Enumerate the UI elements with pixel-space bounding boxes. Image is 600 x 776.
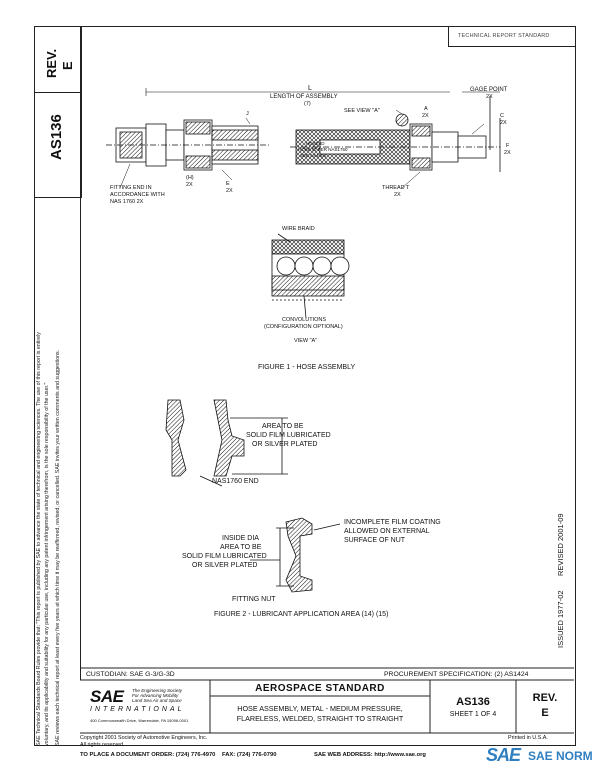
inside-dia-3: SOLID FILM LUBRICATED	[182, 553, 267, 560]
sae-rules-line-1: SAE Technical Standards Board Rules prov…	[36, 332, 42, 746]
sae-rules-line-3: SAE reviews each technical report at lea…	[55, 349, 61, 746]
view-a-label: VIEW "A"	[294, 338, 318, 344]
convolutions-label: CONVOLUTIONS	[282, 317, 327, 323]
copyright-line-2: All rights reserved.	[80, 742, 125, 748]
incomplete-coating-3: SURFACE OF NUT	[344, 537, 406, 544]
wire-braid-label: WIRE BRAID	[282, 226, 315, 232]
figure1-caption: FIGURE 1 - HOSE ASSEMBLY	[258, 364, 356, 371]
incomplete-coating-2: ALLOWED ON EXTERNAL	[344, 528, 430, 535]
rev-label-vertical: REV.	[44, 48, 59, 78]
sae-norm-text: SAE NORM	[528, 749, 593, 763]
area-label-3: OR SILVER PLATED	[252, 441, 318, 448]
rev-value-vertical: E	[60, 61, 75, 70]
see-view-label: SEE VIEW "A"	[344, 108, 380, 114]
length-label: L	[308, 85, 312, 92]
fitting-end-2: ACCORDANCE WITH	[110, 192, 165, 198]
e-count: 2X	[226, 188, 233, 194]
tech-report-box	[448, 26, 576, 47]
convolutions-note: (CONFIGURATION OPTIONAL)	[264, 324, 343, 330]
sae-logo: SAE The Engineering Society For Advancin…	[88, 685, 206, 729]
area-label-2: SOLID FILM LUBRICATED	[246, 432, 331, 439]
sae-rules-line-2: voluntary, and its applicability and sui…	[44, 382, 50, 746]
standard-title: AEROSPACE STANDARD	[255, 683, 385, 694]
doc-number-vertical: AS136	[48, 114, 65, 160]
procurement-spec: PROCUREMENT SPECIFICATION: (2) AS1424	[384, 671, 529, 678]
sae-tagline-1: The Engineering Society	[132, 688, 183, 693]
fitting-end-3: NAS 1760 2X	[110, 199, 144, 205]
thread-count: 2X	[394, 192, 401, 198]
left-column-rule	[80, 26, 81, 680]
sae-tagline-3: Land Sea Air and Space	[132, 698, 182, 703]
incomplete-coating-1: INCOMPLETE FILM COATING	[344, 519, 441, 526]
printed-in: Printed in U.S.A.	[508, 735, 548, 741]
sae-norm-logo: SAE	[486, 745, 521, 765]
revised-date: REVISED 2001-09	[556, 513, 565, 576]
order-phone: TO PLACE A DOCUMENT ORDER: (724) 776-497…	[80, 752, 216, 758]
length-desc: LENGTH OF ASSEMBLY	[270, 94, 338, 100]
hose-id-line2: HOSE ID PER NAS1760	[298, 147, 348, 152]
f-count: 2X	[504, 150, 511, 156]
inside-dia-2: AREA TO BE	[220, 544, 262, 551]
sae-international: INTERNATIONAL	[90, 706, 185, 713]
tech-report-note: TECHNICAL REPORT STANDARD	[458, 33, 550, 39]
a-label: A	[424, 106, 428, 112]
fitting-nut-label: FITTING NUT	[232, 596, 276, 603]
sae-logo-mark: SAE	[90, 687, 124, 706]
custodian: CUSTODIAN: SAE G-3/G-3D	[86, 671, 175, 678]
area-label-1: AREA TO BE	[262, 423, 304, 430]
a-count: 2X	[422, 113, 429, 119]
e-label: E	[226, 181, 230, 187]
description-line-2: FLARELESS, WELDED, STRAIGHT TO STRAIGHT	[236, 714, 404, 723]
fax-number: FAX: (724) 776-0790	[222, 752, 277, 758]
left-column-divider	[34, 92, 80, 93]
f-label: F	[506, 143, 510, 149]
title-rev-value: E	[541, 707, 549, 719]
nas1760-end-label: NAS1760 END	[212, 478, 259, 485]
title-doc-number: AS136	[456, 696, 490, 708]
sheet-number: SHEET 1 OF 4	[449, 711, 497, 718]
title-rev-label: REV.	[532, 692, 558, 704]
gage-point-label: GAGE POINT	[470, 87, 508, 93]
gage-count: 2X	[486, 94, 493, 100]
hose-id-line3: SEE AS4404	[300, 153, 327, 158]
length-note: (7)	[304, 101, 311, 107]
h-label: (H)	[186, 175, 194, 181]
sae-tagline-2: For Advancing Mobility	[132, 693, 179, 698]
h-count: 2X	[186, 182, 193, 188]
inside-dia-1: INSIDE DIA	[222, 535, 259, 542]
c-count: 2X	[500, 120, 507, 126]
fitting-end-1: FITTING END IN	[110, 185, 152, 191]
sae-address: 400 Commonwealth Drive, Warrendale, PA 1…	[90, 718, 189, 723]
figure2-caption: FIGURE 2 - LUBRICANT APPLICATION AREA (1…	[214, 611, 389, 618]
left-column-frame	[34, 26, 82, 198]
hose-id-line1: HOSE ID	[306, 141, 325, 146]
c-label: C	[500, 113, 504, 119]
copyright-line-1: Copyright 2001 Society of Automotive Eng…	[80, 735, 208, 741]
j-label: J	[246, 111, 249, 117]
thread-label: THREAD T	[382, 185, 410, 191]
web-address: SAE WEB ADDRESS: http://www.sae.org	[314, 752, 426, 758]
issued-date: ISSUED 1977-02	[556, 590, 565, 648]
sae-norm-watermark: SAE SAE NORM	[486, 744, 598, 772]
description-line-1: HOSE ASSEMBLY, METAL - MEDIUM PRESSURE,	[237, 704, 403, 713]
inside-dia-4: OR SILVER PLATED	[192, 562, 258, 569]
page-frame	[34, 26, 576, 746]
